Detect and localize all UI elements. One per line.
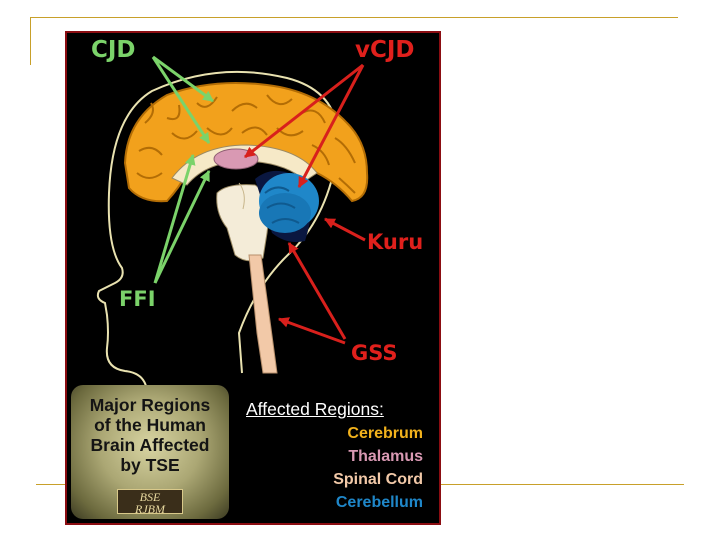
cerebellum: [259, 173, 319, 233]
caption-line-4: by TSE: [120, 455, 180, 475]
caption-line-1: Major Regions: [89, 395, 211, 415]
brain-illustration: [96, 55, 369, 423]
legend-item-thalamus: Thalamus: [348, 448, 423, 465]
label-kuru: Kuru: [367, 230, 424, 254]
green-arrows: [151, 55, 214, 284]
head-outline: [96, 70, 339, 423]
legend-item-cerebrum: Cerebrum: [347, 425, 423, 442]
red-arrows: [244, 63, 366, 345]
caption-box: Major Regions of the Human Brain Affecte…: [71, 385, 229, 519]
brain-tse-figure: CJD vCJD Kuru FFI GSS Major Regions of t…: [65, 31, 441, 525]
spinal-cord: [248, 254, 278, 374]
caption-line-3: Brain Affected: [90, 435, 210, 455]
legend-item-cerebellum: Cerebellum: [335, 494, 423, 511]
brainstem: [216, 184, 269, 262]
slide-top-rule: [30, 17, 678, 18]
legend-title: Affected Regions:: [246, 399, 384, 419]
caption-line-2: of the Human: [94, 415, 206, 435]
label-vcjd: vCJD: [355, 37, 415, 63]
logo-bottom-text: RJBM: [135, 502, 165, 516]
slide-left-rule: [30, 17, 31, 65]
label-ffi: FFI: [119, 287, 156, 311]
label-gss: GSS: [351, 341, 398, 365]
legend-item-spinal-cord: Spinal Cord: [333, 471, 423, 488]
rjbm-logo: BSE RJBM: [117, 489, 183, 516]
caption-text: Major Regions of the Human Brain Affecte…: [71, 395, 229, 475]
label-cjd: CJD: [91, 37, 136, 63]
logo-top-text: BSE: [139, 490, 161, 504]
